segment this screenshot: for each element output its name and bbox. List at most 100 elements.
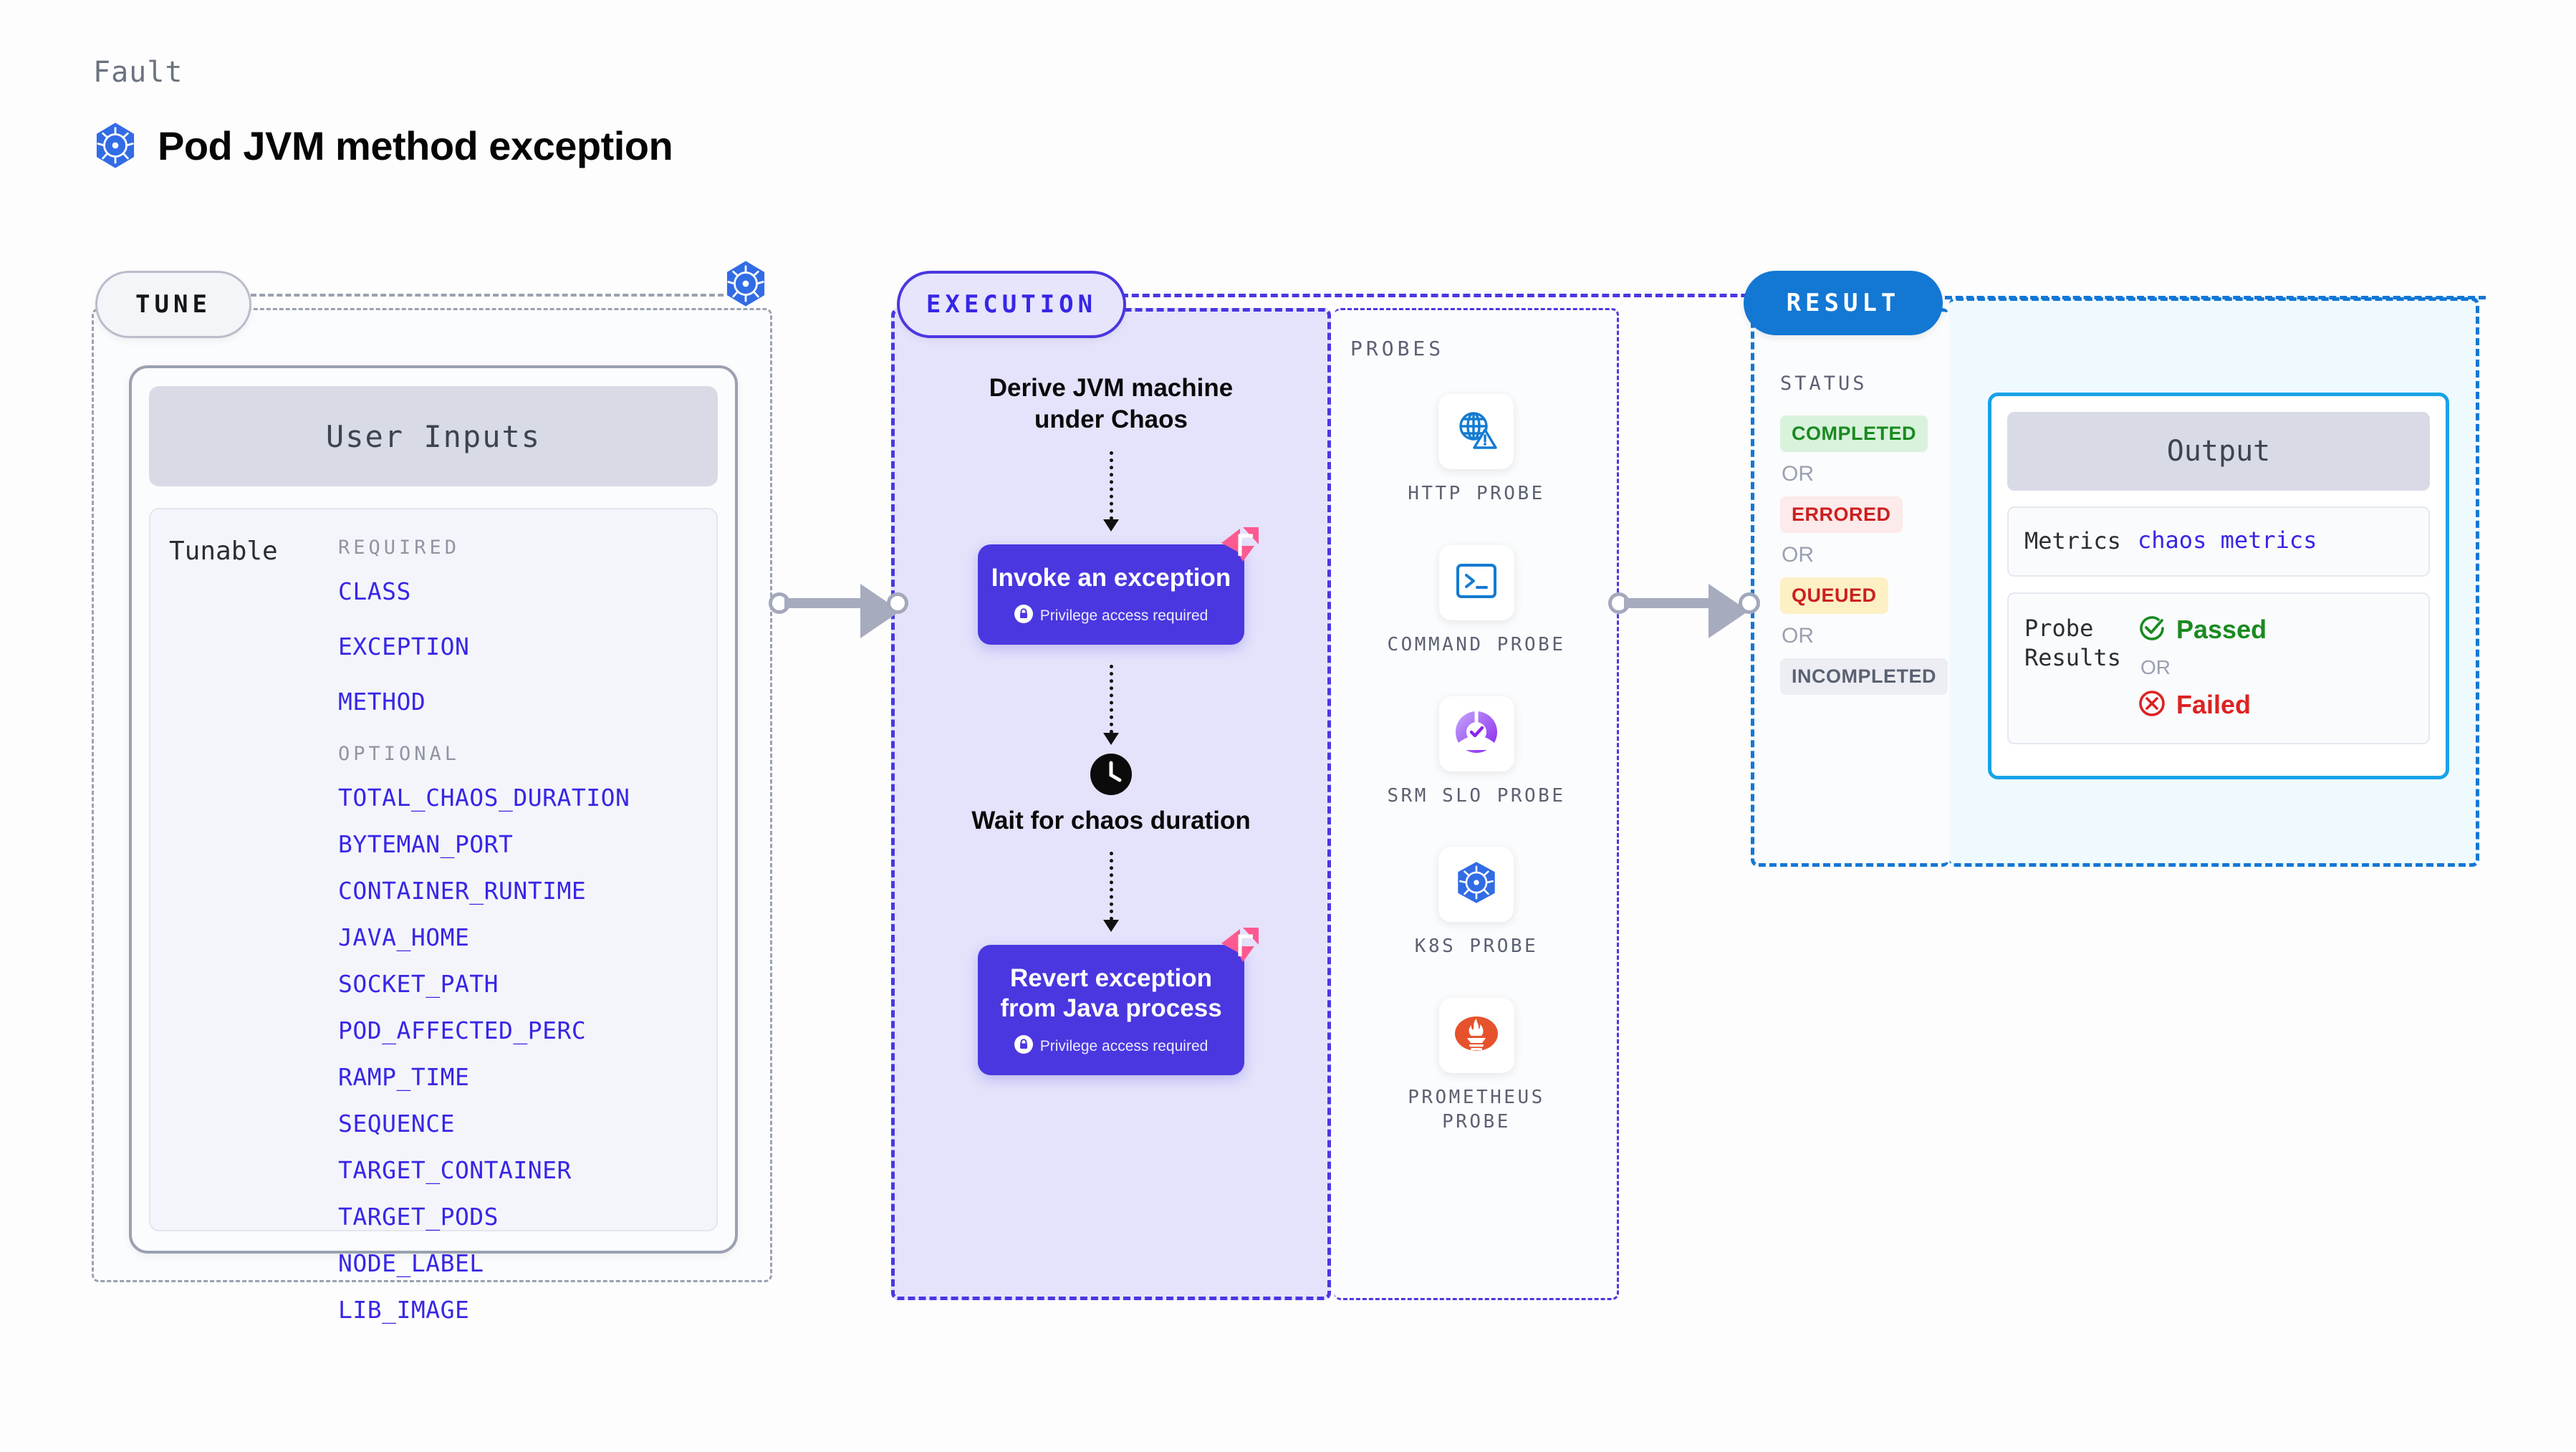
tunable-item[interactable]: METHOD — [338, 688, 426, 716]
tunable-item[interactable]: CLASS — [338, 577, 411, 605]
clock-icon — [1090, 753, 1132, 795]
tunable-item[interactable]: CONTAINER_RUNTIME — [338, 877, 587, 905]
privilege-note: Privilege access required — [1014, 604, 1208, 628]
probe-name: HTTP PROBE — [1408, 483, 1545, 504]
tune-pill-label: TUNE — [95, 271, 251, 338]
connector-tune-to-execution — [769, 584, 908, 638]
execution-step-title: Revert exception from Java process — [1000, 964, 1222, 1023]
kubernetes-icon — [93, 122, 138, 169]
lock-icon — [1014, 1035, 1033, 1058]
optional-group: OPTIONAL TOTAL_CHAOS_DURATION BYTEMAN_PO… — [338, 743, 716, 1324]
output-probe-results-key: Probe Results — [2024, 614, 2121, 672]
output-probe-results-row: Probe Results Passed OR — [2007, 592, 2430, 744]
arrow-head — [1103, 519, 1119, 532]
probe-tile — [1438, 544, 1514, 620]
flow-step-label: Wait for chaos duration — [971, 806, 1251, 835]
output-metrics-value[interactable]: chaos metrics — [2138, 527, 2317, 554]
tunable-item[interactable]: NODE_LABEL — [338, 1249, 484, 1277]
probe-results-values: Passed OR Failed — [2138, 614, 2267, 721]
tunable-item[interactable]: TOTAL_CHAOS_DURATION — [338, 784, 630, 812]
status-list: COMPLETED OR ERRORED OR QUEUED OR INCOMP… — [1780, 415, 1948, 695]
privilege-note-text: Privilege access required — [1039, 1038, 1208, 1055]
flow-arrow — [1103, 451, 1119, 532]
user-inputs-body: Tunable REQUIRED CLASS EXCEPTION METHOD … — [149, 508, 718, 1324]
probe-item-prometheus[interactable]: PROMETHEUS PROBE — [1387, 998, 1566, 1135]
litmus-flag-icon — [1219, 925, 1260, 968]
lock-icon — [1014, 604, 1033, 628]
tunable-item[interactable]: SOCKET_PATH — [338, 970, 499, 998]
status-badge: QUEUED — [1780, 577, 1888, 614]
required-group: REQUIRED CLASS EXCEPTION METHOD — [338, 537, 716, 716]
x-circle-icon — [2138, 689, 2166, 721]
arrow-head — [1103, 920, 1119, 933]
probe-result-failed-label: Failed — [2176, 690, 2251, 720]
tunable-item[interactable]: POD_AFFECTED_PERC — [338, 1016, 587, 1044]
tunable-item[interactable]: LIB_IMAGE — [338, 1296, 470, 1324]
kubernetes-icon — [1454, 861, 1499, 908]
flow-arrow — [1103, 852, 1119, 933]
tunable-item[interactable]: SEQUENCE — [338, 1110, 455, 1138]
probe-result-passed: Passed — [2138, 614, 2267, 646]
output-card: Output Metrics chaos metrics Probe Resul… — [1988, 393, 2449, 779]
page-header: Pod JVM method exception — [93, 122, 673, 169]
arrow-head — [1103, 732, 1119, 745]
status-or-label: OR — [1782, 624, 1814, 648]
probes-section-border — [1334, 308, 1619, 1300]
probes-section — [1334, 308, 1619, 1300]
connector-shaft — [1624, 598, 1728, 608]
probe-item-srm-slo[interactable]: SRM SLO PROBE — [1388, 696, 1566, 809]
arrow-shaft — [1109, 852, 1113, 921]
probe-name: SRM SLO PROBE — [1387, 784, 1566, 807]
tunable-item[interactable]: BYTEMAN_PORT — [338, 830, 514, 858]
execution-step-card[interactable]: Revert exception from Java process Privi… — [978, 928, 1259, 1076]
probe-item-command[interactable]: COMMAND PROBE — [1387, 544, 1566, 658]
user-inputs-title: User Inputs — [149, 386, 718, 486]
probe-item-http[interactable]: HTTP PROBE — [1408, 394, 1545, 506]
tunable-item[interactable]: TARGET_CONTAINER — [338, 1156, 572, 1184]
probes-label: PROBES — [1350, 337, 1445, 360]
probe-result-failed: Failed — [2138, 689, 2267, 721]
execution-step-card[interactable]: Invoke an exception Privilege access req… — [978, 527, 1259, 645]
tunable-lists: REQUIRED CLASS EXCEPTION METHOD OPTIONAL… — [338, 537, 716, 1324]
tunable-item[interactable]: TARGET_PODS — [338, 1203, 499, 1231]
arrow-shaft — [1109, 664, 1113, 734]
status-badge: COMPLETED — [1780, 415, 1928, 452]
output-metrics-key: Metrics — [2024, 527, 2121, 554]
status-or-label: OR — [1782, 543, 1814, 567]
connector-execution-to-result — [1608, 584, 1762, 638]
required-heading: REQUIRED — [338, 537, 461, 559]
probe-tile — [1438, 847, 1514, 923]
execution-pill-label: EXECUTION — [897, 271, 1126, 338]
probe-name: K8S PROBE — [1414, 936, 1539, 958]
status-label: STATUS — [1780, 372, 1868, 395]
probe-tile — [1438, 696, 1514, 771]
tunable-item[interactable]: EXCEPTION — [338, 633, 470, 660]
terminal-icon — [1455, 561, 1498, 605]
connector-shaft — [784, 598, 878, 608]
execution-connector-line — [1110, 294, 1791, 297]
tunable-item[interactable]: JAVA_HOME — [338, 923, 470, 951]
privilege-note-text: Privilege access required — [1039, 607, 1208, 624]
litmus-flag-icon — [1219, 524, 1260, 568]
kubernetes-icon — [724, 260, 768, 311]
connector-dot — [887, 592, 908, 614]
check-circle-icon — [2138, 614, 2166, 646]
status-badge: INCOMPLETED — [1780, 658, 1948, 695]
srm-slo-icon — [1454, 710, 1499, 758]
page-eyebrow: Fault — [93, 56, 183, 89]
privilege-note: Privilege access required — [1014, 1035, 1208, 1058]
probe-name: COMMAND PROBE — [1387, 633, 1566, 655]
tunable-item[interactable]: RAMP_TIME — [338, 1063, 470, 1091]
probe-name: PROMETHEUS PROBE — [1408, 1087, 1545, 1133]
arrow-shaft — [1109, 451, 1113, 520]
status-badge: ERRORED — [1780, 496, 1903, 533]
status-or-label: OR — [1782, 462, 1814, 486]
globe-warning-icon — [1454, 408, 1499, 456]
result-connector-line — [1934, 296, 2486, 299]
output-title: Output — [2007, 412, 2430, 491]
prometheus-icon — [1454, 1014, 1499, 1057]
execution-flow: Derive JVM machine under Chaos Invoke an… — [891, 372, 1331, 1076]
probes-list: HTTP PROBE COMMAND PROBE — [1334, 394, 1619, 1173]
page-title: Pod JVM method exception — [158, 122, 673, 168]
probe-item-k8s[interactable]: K8S PROBE — [1415, 847, 1538, 959]
